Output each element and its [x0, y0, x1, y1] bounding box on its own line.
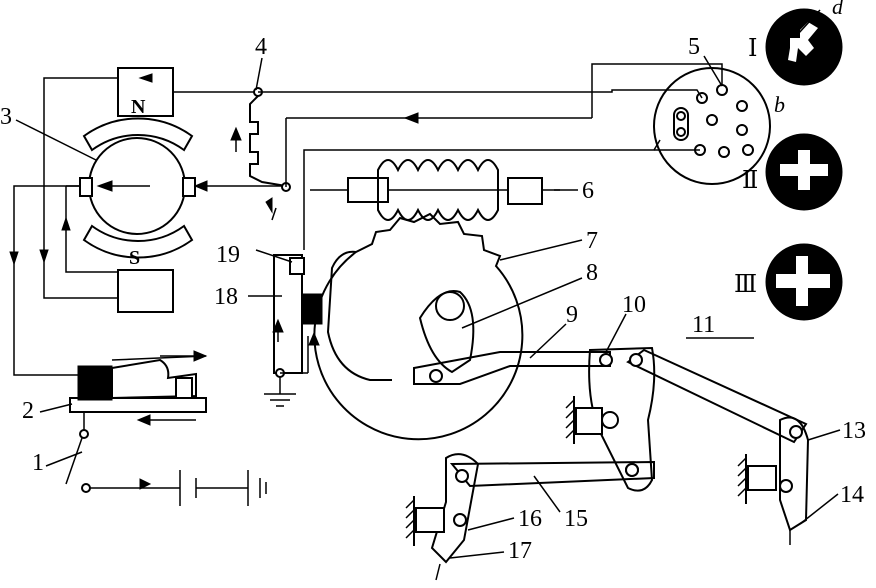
lever-13-14 [737, 416, 810, 545]
leader-lines [15, 9, 841, 559]
label-17: 17 [508, 538, 532, 564]
gear-7 [273, 212, 524, 441]
pole-label-s: S [129, 247, 140, 269]
relay-2 [69, 350, 208, 426]
label-9: 9 [566, 302, 578, 328]
motor: N S [9, 67, 286, 376]
label-position-III: Ⅲ [734, 272, 757, 298]
part-labels: 3 4 5 6 7 8 9 10 11 13 14 15 16 17 18 19… [0, 0, 866, 564]
lever-10 [565, 346, 656, 492]
label-15: 15 [564, 506, 588, 532]
north-field-coil [117, 67, 174, 117]
position-diagrams [765, 8, 843, 321]
label-5: 5 [688, 34, 700, 60]
label-position-II: Ⅱ [742, 168, 758, 194]
link-11 [626, 348, 808, 444]
label-4: 4 [255, 34, 267, 60]
crank-arm-8 [272, 290, 475, 374]
pole-label-n: N [131, 96, 146, 118]
label-11: 11 [692, 312, 715, 338]
south-pole-shoe [82, 224, 194, 259]
label-8: 8 [586, 260, 598, 286]
label-1: 1 [32, 450, 44, 476]
label-2: 2 [22, 398, 34, 424]
south-field-coil [117, 269, 174, 313]
label-3: 3 [0, 104, 12, 130]
label-6: 6 [582, 178, 594, 204]
link-15 [449, 460, 655, 488]
north-pole-shoe [82, 117, 194, 152]
label-14: 14 [840, 482, 864, 508]
ignition-switch-1 [65, 412, 267, 506]
contact-plate-5 [258, 67, 771, 250]
label-position-I: Ⅰ [748, 36, 757, 62]
label-b: b [774, 92, 785, 117]
link-rod-9 [413, 351, 613, 385]
ground-symbol [264, 331, 320, 407]
brush-right [182, 177, 196, 197]
worm-shaft-6 [310, 159, 560, 221]
brush-left [79, 177, 93, 197]
label-18: 18 [214, 284, 238, 310]
label-7: 7 [586, 228, 598, 254]
label-19: 19 [216, 242, 240, 268]
label-10: 10 [622, 292, 646, 318]
label-d: d [832, 0, 844, 19]
label-13: 13 [842, 418, 866, 444]
contact-switch-4 [230, 63, 723, 221]
lever-16-17 [405, 453, 480, 581]
label-16: 16 [518, 506, 542, 532]
